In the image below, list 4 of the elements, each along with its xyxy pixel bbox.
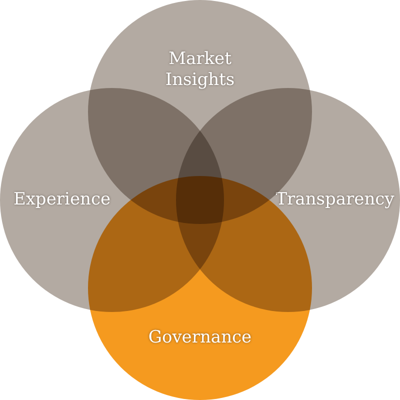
circle-label: Transparency <box>274 190 396 210</box>
circle-label: Experience <box>12 190 112 210</box>
circle-label: Market Insights <box>164 49 236 91</box>
circle-label: Governance <box>147 328 253 348</box>
